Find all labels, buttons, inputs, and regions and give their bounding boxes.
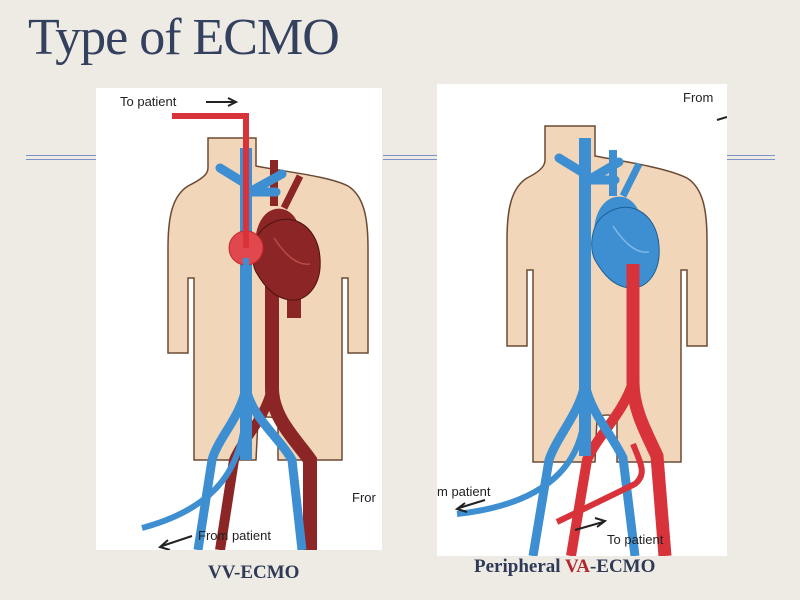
vv-from-patient-arrow [157,535,193,550]
vv-ecmo-caption: VV-ECMO [208,562,300,583]
vv-ecmo-svg: To patient From patient Fror [120,94,377,550]
va-caption-highlight: VA [564,556,590,577]
va-to-patient-label: To patient [607,532,664,547]
va-arch-branch-2 [619,162,643,198]
va-to-patient-arrow [574,517,608,531]
va-ecmo-caption: Peripheral VA-ECMO [474,556,655,578]
va-return-cannula [555,442,645,525]
vv-cropped-label: Fror [352,490,377,505]
vv-return-cannula [172,113,249,248]
va-ecmo-svg: From m patient To patient [437,90,727,556]
vv-from-patient-label: From patient [198,528,271,543]
slide-title: Type of ECMO [28,9,340,66]
vv-to-patient-arrow [206,97,239,107]
vv-ecmo-diagram: To patient From patient Fror [96,88,382,550]
title-rule-right [727,155,775,160]
va-ecmo-diagram: From m patient To patient [437,84,727,556]
vv-to-patient-label: To patient [120,94,177,109]
va-jugular-branch [554,153,624,187]
va-caption-suffix: -ECMO [589,556,656,577]
vv-heart-detail [273,237,311,265]
va-caption-prefix: Peripheral [474,556,565,577]
vv-jugular-branch [215,163,287,199]
va-from-patient-arrow [454,499,486,513]
title-rule-left [26,155,96,160]
va-heart-detail [612,225,650,253]
title-rule-middle [383,155,437,160]
vv-right-iliac-vein [241,386,307,550]
va-from-patient-label: m patient [437,484,491,499]
va-drainage-cannula [456,224,588,517]
vv-arch-branch-2 [280,174,304,210]
vv-drainage-cannula [141,258,249,531]
va-top-right-label: From [683,90,713,105]
va-top-right-arrow [716,116,727,121]
